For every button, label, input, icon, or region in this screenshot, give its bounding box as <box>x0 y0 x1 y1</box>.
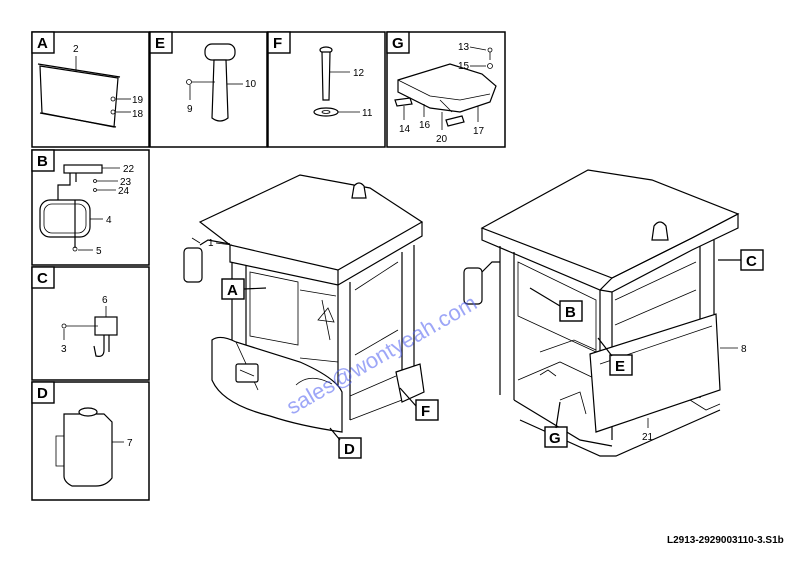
part-label-13: 13 <box>458 42 470 53</box>
part-label-23: 23 <box>120 177 132 188</box>
part-label-6: 6 <box>102 295 108 306</box>
tag-d-callout: D <box>344 441 355 458</box>
tag-b-callout: B <box>565 304 576 321</box>
part-label-14: 14 <box>399 124 411 135</box>
panel-c: C 6 3 <box>31 266 150 381</box>
panel-e-tag: E <box>155 35 165 52</box>
tag-f-callout: F <box>421 403 430 420</box>
drawing-number: L2913-2929003110-3.S1b <box>667 535 784 546</box>
part-label-2: 2 <box>73 44 79 55</box>
panel-d-tag: D <box>37 385 48 402</box>
cab-right-view: 8 21 C B E G <box>463 169 764 457</box>
part-label-11: 11 <box>362 108 373 119</box>
watermark: sales@wontyeah.com <box>282 290 481 419</box>
part-label-12: 12 <box>353 68 365 79</box>
part-label-15: 15 <box>458 61 470 72</box>
panel-f-tag: F <box>273 35 282 52</box>
part-label-5: 5 <box>96 246 102 257</box>
part-label-7: 7 <box>127 438 133 449</box>
tag-c-callout: C <box>746 253 757 270</box>
part-label-24: 24 <box>118 186 130 197</box>
part-label-16: 16 <box>419 120 431 131</box>
part-label-21: 21 <box>642 432 654 443</box>
part-label-22: 22 <box>123 164 135 175</box>
part-label-10: 10 <box>245 79 257 90</box>
panel-c-tag: C <box>37 270 48 287</box>
part-label-18: 18 <box>132 109 144 120</box>
part-label-19: 19 <box>132 95 144 106</box>
panel-b: B 22 23 24 4 5 <box>31 149 150 266</box>
part-label-17: 17 <box>473 126 485 137</box>
tag-a-callout: A <box>227 282 238 299</box>
part-label-3: 3 <box>61 344 67 355</box>
panel-b-tag: B <box>37 153 48 170</box>
cab-left-view: 1 A D F <box>183 174 439 459</box>
part-label-8: 8 <box>741 344 747 355</box>
panel-e: E 10 9 <box>149 31 268 148</box>
panel-d: D 7 <box>31 381 150 501</box>
panel-f: F 12 11 <box>267 31 386 148</box>
part-label-1: 1 <box>208 238 214 249</box>
part-label-9: 9 <box>187 104 193 115</box>
tag-e-callout: E <box>615 358 625 375</box>
panel-g: G 13 15 14 16 20 17 <box>386 31 506 148</box>
tag-g-callout: G <box>549 430 561 447</box>
part-label-4: 4 <box>106 215 112 226</box>
panel-g-tag: G <box>392 35 404 52</box>
panel-a-tag: A <box>37 35 48 52</box>
panel-a: A 2 19 18 <box>31 31 150 148</box>
part-label-20: 20 <box>436 134 448 145</box>
